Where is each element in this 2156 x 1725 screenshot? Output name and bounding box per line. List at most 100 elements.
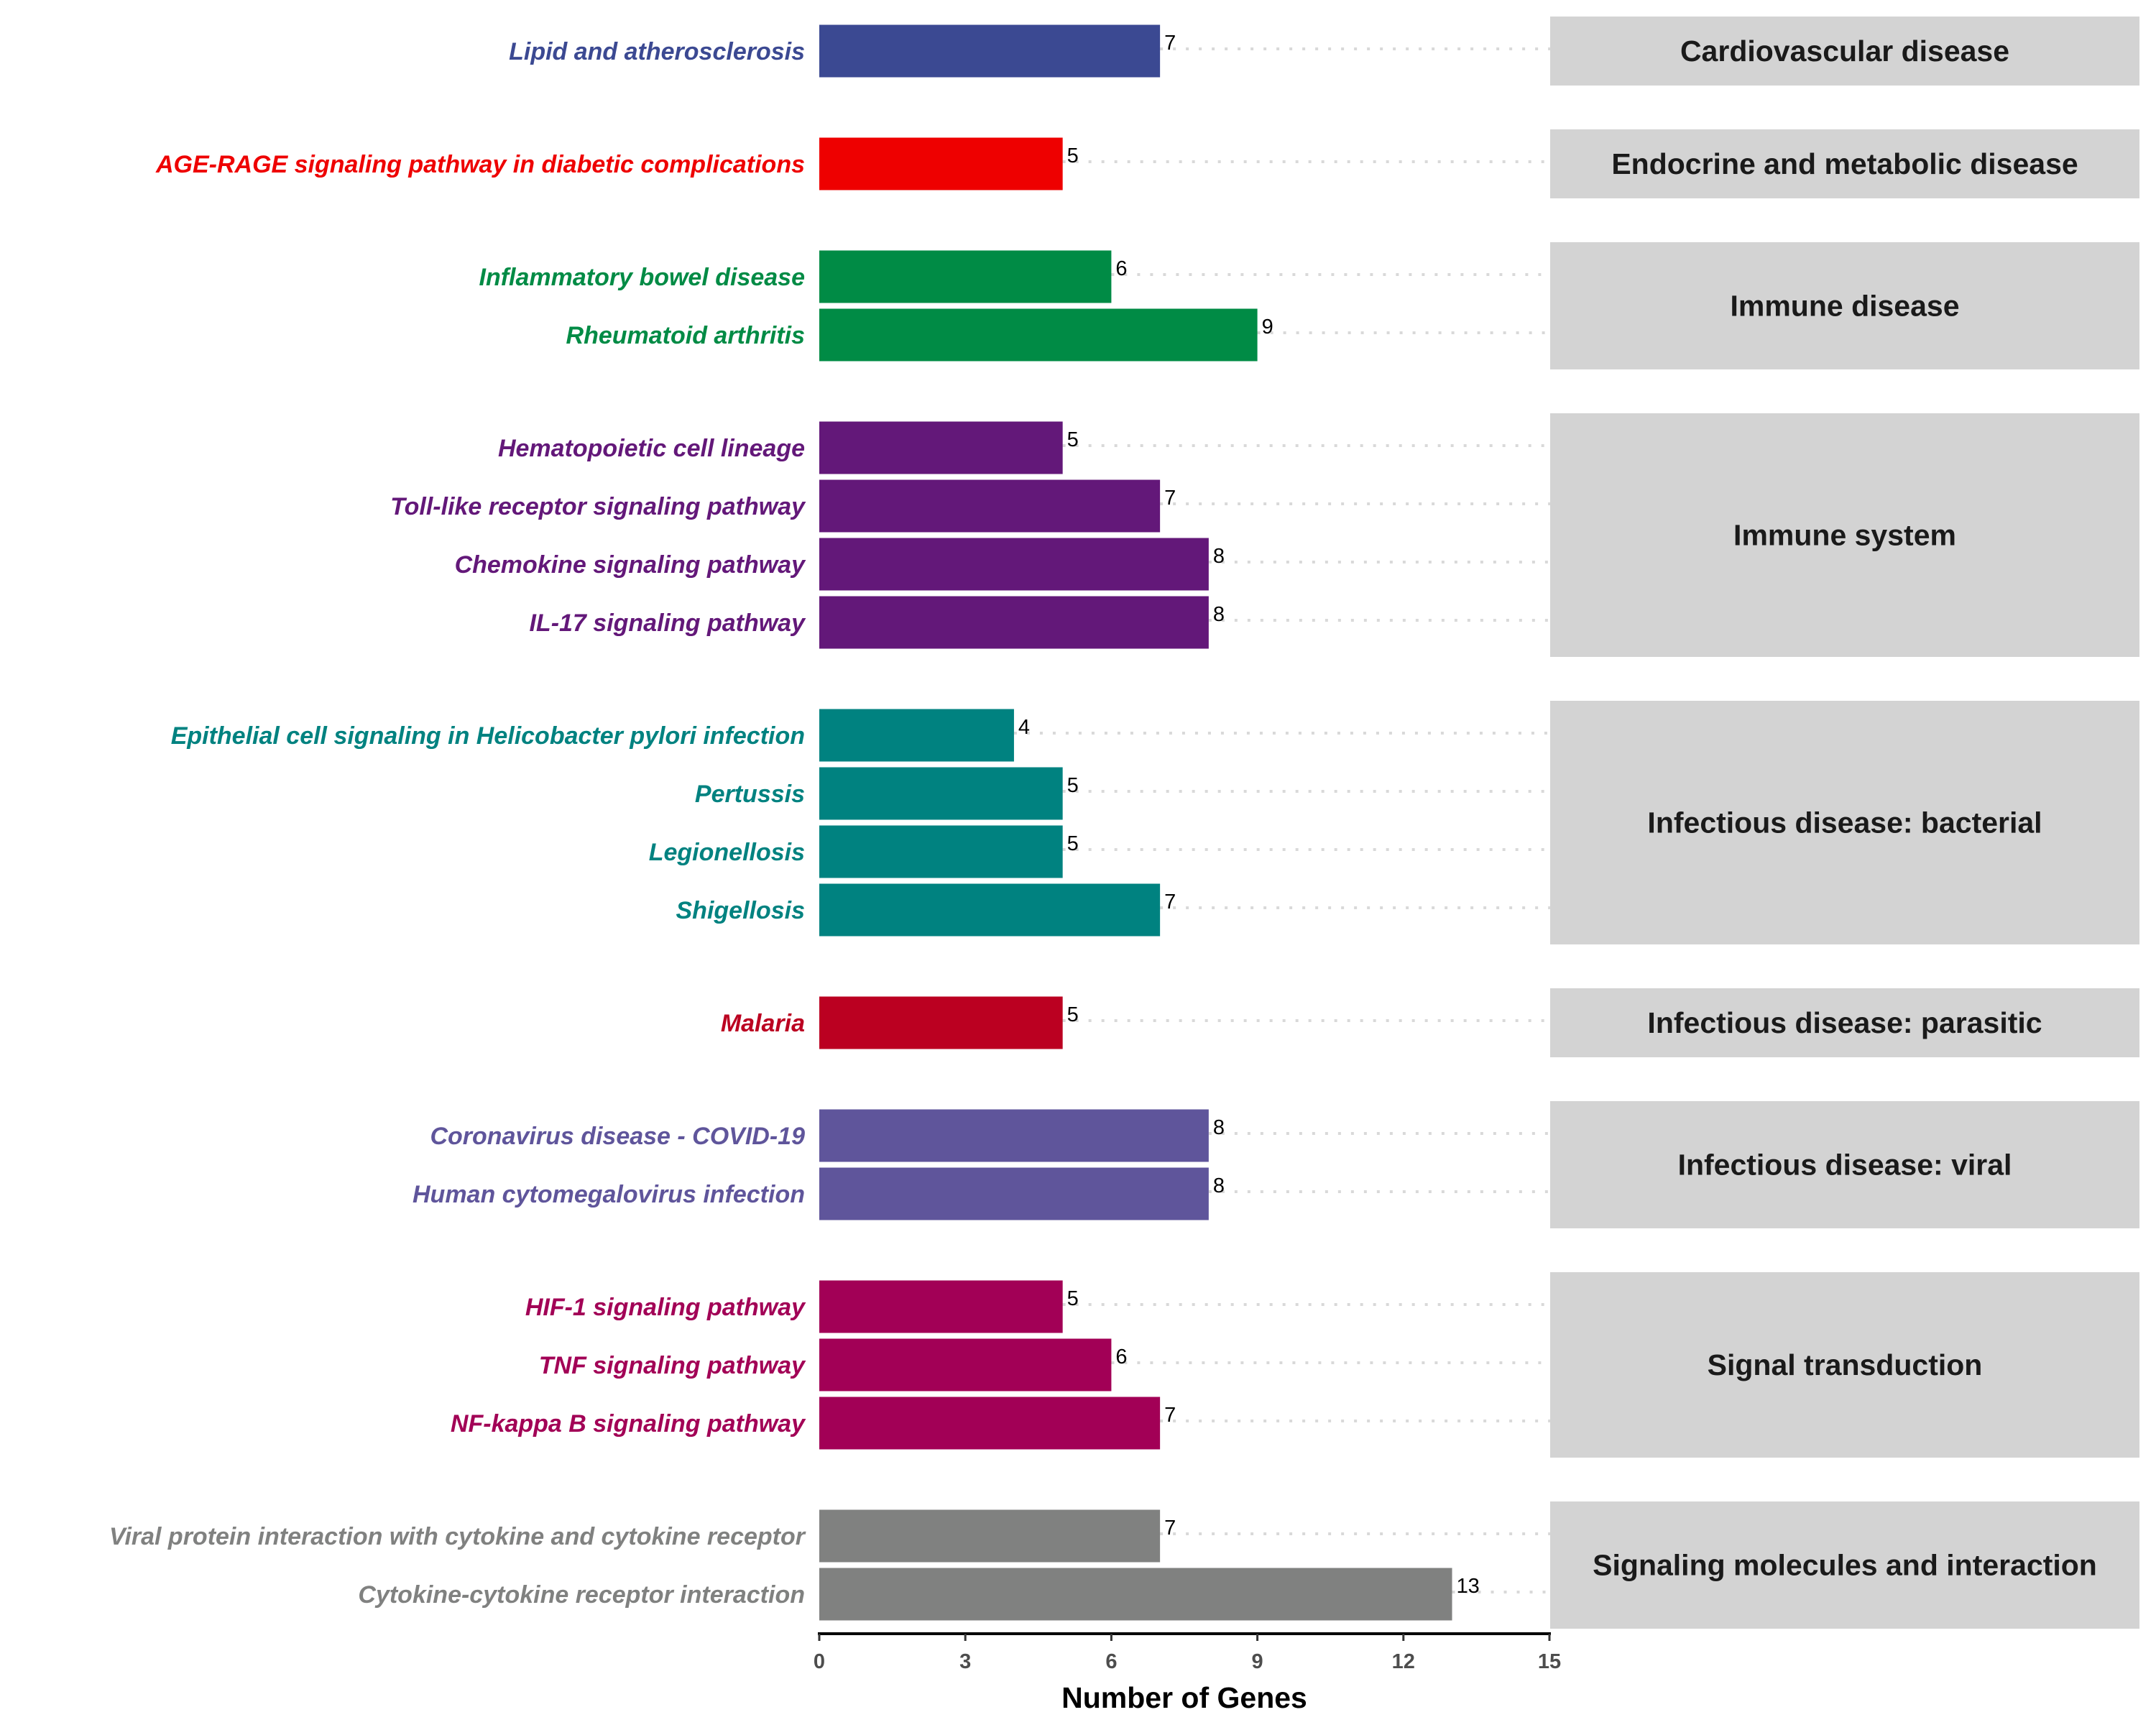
bar: [819, 250, 1112, 303]
value-label: 8: [1213, 545, 1225, 568]
category-label: NF-kappa B signaling pathway: [451, 1410, 806, 1438]
x-tick-label: 6: [1105, 1650, 1117, 1673]
category-label: TNF signaling pathway: [539, 1352, 806, 1379]
value-label: 5: [1067, 832, 1079, 855]
facet-strip-background: [1550, 242, 2139, 369]
category-label: Toll-like receptor signaling pathway: [390, 493, 806, 520]
category-label: Shigellosis: [676, 897, 806, 924]
facet-strip-label: Endocrine and metabolic disease: [1611, 147, 2078, 180]
value-label: 8: [1213, 1174, 1225, 1197]
facet-strip: Infectious disease: viral: [1550, 1101, 2139, 1228]
facet-strip-background: [1550, 1501, 2139, 1629]
facet-strip-background: [1550, 1272, 2139, 1458]
bar: [819, 1568, 1452, 1621]
category-label: IL-17 signaling pathway: [529, 610, 806, 637]
bar: [819, 1280, 1063, 1333]
bars: [819, 24, 1452, 1621]
bar: [819, 1338, 1112, 1392]
category-label: Rheumatoid arthritis: [566, 322, 805, 349]
x-axis-title: Number of Genes: [1061, 1681, 1307, 1714]
value-label: 8: [1213, 603, 1225, 626]
facet-strip: Immune system: [1550, 413, 2139, 657]
value-label: 5: [1067, 144, 1079, 167]
value-label: 7: [1164, 32, 1176, 55]
bar: [819, 767, 1063, 820]
facet-strip-background: [1550, 988, 2139, 1057]
bar: [819, 479, 1161, 533]
facet-strip: Signal transduction: [1550, 1272, 2139, 1458]
value-label: 6: [1115, 257, 1127, 280]
category-label: Viral protein interaction with cytokine …: [109, 1523, 806, 1550]
facet-strip-background: [1550, 701, 2139, 944]
category-label: Pertussis: [695, 781, 805, 808]
bar: [819, 596, 1209, 649]
category-label: Hematopoietic cell lineage: [498, 435, 805, 462]
bar: [819, 1397, 1161, 1450]
value-label: 7: [1164, 1517, 1176, 1540]
x-tick-label: 15: [1538, 1650, 1561, 1673]
value-label: 5: [1067, 1003, 1079, 1026]
category-label: AGE-RAGE signaling pathway in diabetic c…: [155, 151, 805, 178]
value-label: 7: [1164, 487, 1176, 510]
facet-strip-background: [1550, 1101, 2139, 1228]
bar: [819, 709, 1014, 762]
category-label: Human cytomegalovirus infection: [413, 1181, 805, 1208]
x-tick-label: 9: [1252, 1650, 1263, 1673]
category-label: Epithelial cell signaling in Helicobacte…: [171, 722, 805, 750]
facet-strip-label: Signaling molecules and interaction: [1593, 1549, 2097, 1582]
value-label: 5: [1067, 428, 1079, 451]
value-label: 8: [1213, 1116, 1225, 1139]
value-label: 4: [1018, 716, 1030, 739]
x-tick-label: 3: [959, 1650, 971, 1673]
x-tick-label: 0: [814, 1650, 825, 1673]
facet-strip-label: Infectious disease: parasitic: [1647, 1006, 2042, 1039]
bar: [819, 1167, 1209, 1220]
facet-strip-background: [1550, 413, 2139, 657]
value-label: 9: [1262, 316, 1273, 339]
category-label: Cytokine-cytokine receptor interaction: [358, 1581, 805, 1609]
bar: [819, 1109, 1209, 1162]
facet-strip-label: Immune disease: [1730, 290, 1959, 323]
value-label: 13: [1457, 1575, 1480, 1598]
x-axis-ticks: 0 3 6 9 12 15: [814, 1634, 1561, 1673]
value-label: 7: [1164, 1404, 1176, 1427]
value-label: 5: [1067, 1287, 1079, 1310]
bar: [819, 825, 1063, 878]
facet-strip-label: Cardiovascular disease: [1680, 34, 2009, 68]
facet-strip-label: Infectious disease: viral: [1678, 1149, 2012, 1182]
value-label: 7: [1164, 891, 1176, 914]
facet-strip-background: [1550, 17, 2139, 86]
category-label: Inflammatory bowel disease: [479, 264, 806, 291]
facet-strip-label: Immune system: [1733, 519, 1956, 552]
facet-strip: Infectious disease: bacterial: [1550, 701, 2139, 944]
facet-strip: Signaling molecules and interaction: [1550, 1501, 2139, 1629]
facet-strip-background: [1550, 129, 2139, 198]
category-label: Lipid and atherosclerosis: [509, 38, 805, 65]
bar: [819, 996, 1063, 1049]
facet-strip: Infectious disease: parasitic: [1550, 988, 2139, 1057]
category-label: Malaria: [721, 1010, 805, 1037]
facet-strip: Immune disease: [1550, 242, 2139, 369]
facet-strip: Endocrine and metabolic disease: [1550, 129, 2139, 198]
category-label: Coronavirus disease - COVID-19: [430, 1123, 805, 1150]
facet-strip-label: Infectious disease: bacterial: [1647, 806, 2042, 840]
category-label: Chemokine signaling pathway: [455, 551, 807, 579]
bar: [819, 308, 1258, 362]
category-label: HIF-1 signaling pathway: [525, 1294, 806, 1321]
x-tick-label: 12: [1392, 1650, 1415, 1673]
bar: [819, 137, 1063, 190]
value-label: 6: [1115, 1346, 1127, 1368]
value-label: 5: [1067, 774, 1079, 797]
value-labels: 7 5 6 9 5 7 8 8 4 5 5 7 5 8 8 5 6 7 7 13: [1018, 32, 1480, 1598]
bar: [819, 883, 1161, 937]
facet-strip-label: Signal transduction: [1708, 1348, 1983, 1381]
bar: [819, 421, 1063, 474]
bar: [819, 24, 1161, 78]
category-label: Legionellosis: [649, 839, 805, 866]
guide-lines: [1013, 47, 1550, 1593]
facet-strip: Cardiovascular disease: [1550, 17, 2139, 86]
x-axis: 0 3 6 9 12 15 Number of Genes: [814, 1632, 1561, 1714]
